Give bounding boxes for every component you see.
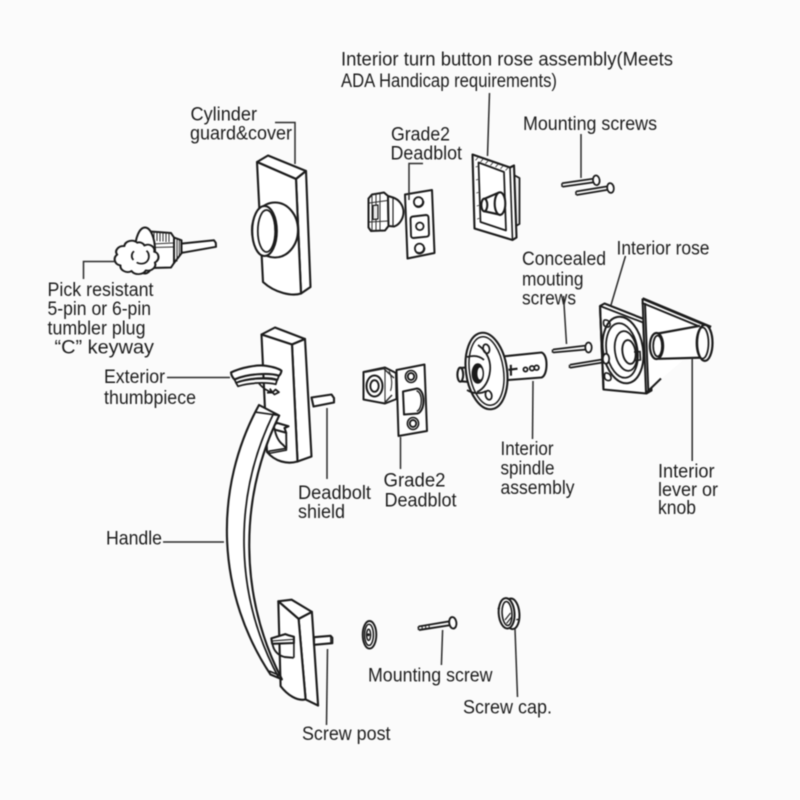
svg-text:Handle: Handle xyxy=(106,529,162,550)
svg-text:assembly: assembly xyxy=(501,478,575,499)
svg-text:Interior: Interior xyxy=(658,462,715,483)
svg-text:Grade2: Grade2 xyxy=(391,125,450,146)
svg-text:spindle: spindle xyxy=(501,459,555,480)
svg-text:Deadblot: Deadblot xyxy=(391,144,463,165)
svg-text:Grade2: Grade2 xyxy=(384,471,446,492)
svg-text:Interior: Interior xyxy=(501,439,555,460)
svg-text:guard&cover: guard&cover xyxy=(190,124,293,145)
svg-text:Deadbolt: Deadbolt xyxy=(298,483,372,504)
svg-text:mouting: mouting xyxy=(522,270,584,291)
svg-text:5-pin or 6-pin: 5-pin or 6-pin xyxy=(48,299,152,320)
svg-text:Mounting screws: Mounting screws xyxy=(523,114,657,135)
svg-text:Cylinder: Cylinder xyxy=(191,105,258,126)
svg-text:Pick resistant: Pick resistant xyxy=(48,280,155,301)
svg-text:Exterior: Exterior xyxy=(104,367,166,388)
svg-text:shield: shield xyxy=(298,502,345,523)
svg-text:Concealed: Concealed xyxy=(522,249,606,270)
svg-text:Interior rose: Interior rose xyxy=(617,239,710,260)
svg-text:Screw cap.: Screw cap. xyxy=(463,698,552,719)
svg-text:Interior turn button rose asse: Interior turn button rose assembly(Meets xyxy=(341,50,673,71)
svg-text:thumbpiece: thumbpiece xyxy=(104,388,196,409)
svg-text:Deadblot: Deadblot xyxy=(385,491,458,512)
svg-text:“C” keyway: “C” keyway xyxy=(55,338,155,359)
svg-text:ADA Handicap requirements): ADA Handicap requirements) xyxy=(341,71,557,92)
svg-text:knob: knob xyxy=(658,498,696,519)
svg-text:Screw post: Screw post xyxy=(302,724,391,745)
svg-text:Mounting screw: Mounting screw xyxy=(368,666,493,687)
svg-text:screws: screws xyxy=(522,289,576,310)
svg-text:tumbler plug: tumbler plug xyxy=(48,319,146,340)
svg-text:lever or: lever or xyxy=(658,480,719,501)
